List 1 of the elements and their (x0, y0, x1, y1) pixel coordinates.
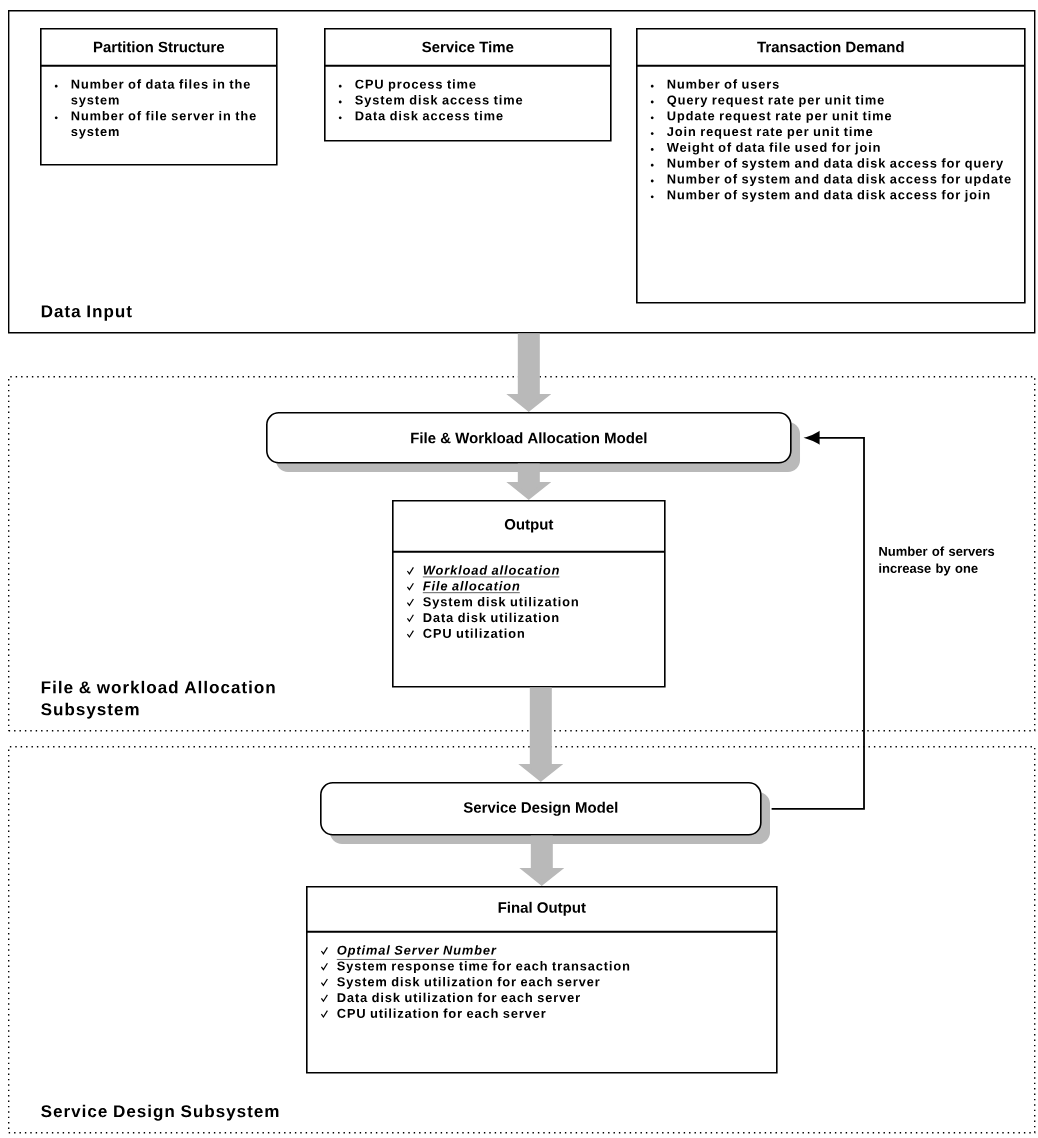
feedback-arrow (770, 431, 865, 810)
